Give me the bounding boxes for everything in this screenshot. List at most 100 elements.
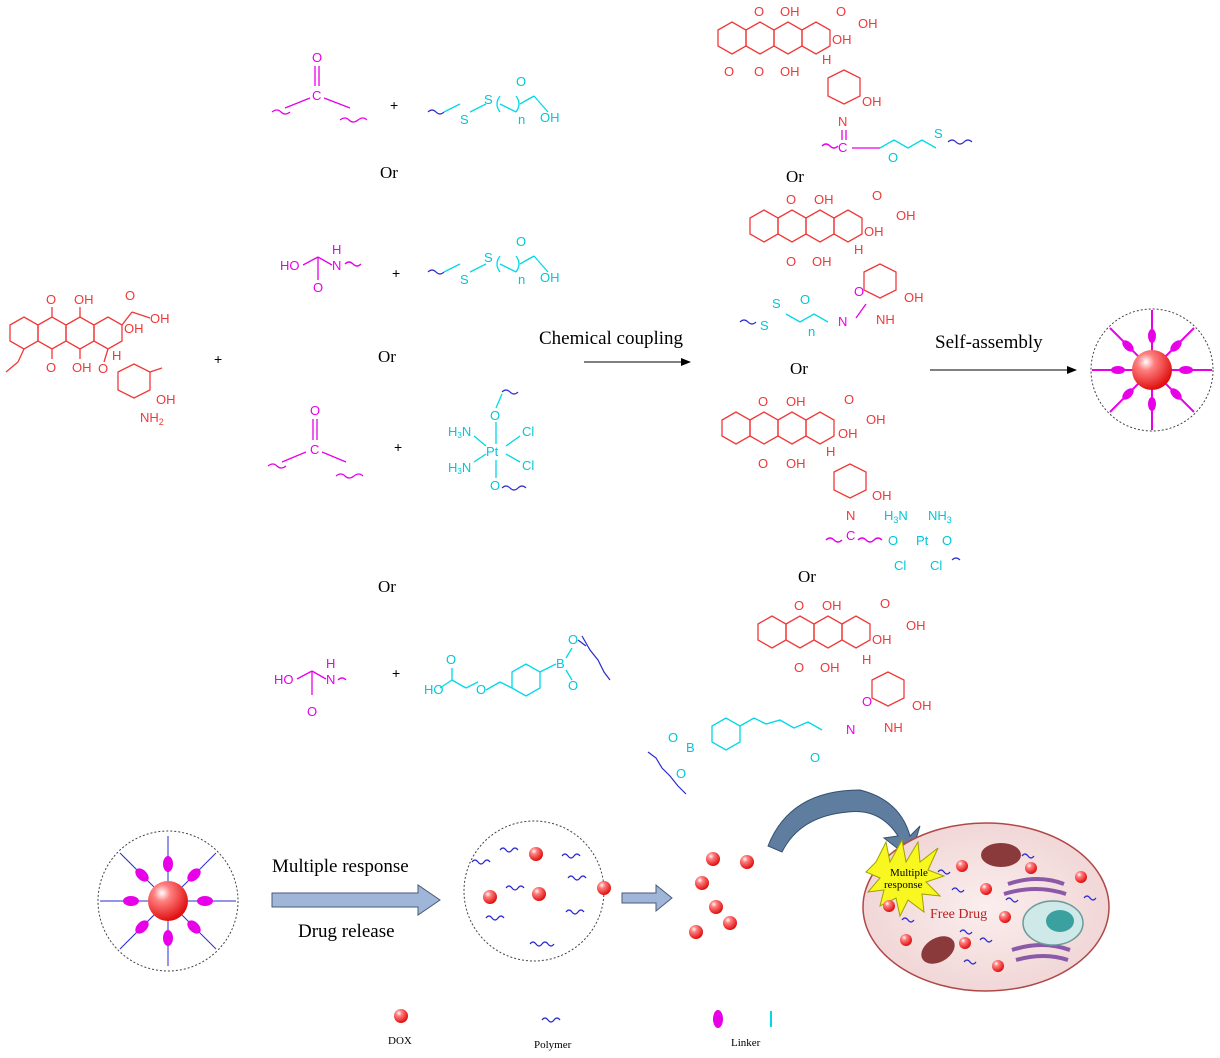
burst-icon [865, 838, 946, 918]
legend-polymer-swatch [541, 1017, 561, 1023]
svg-text:OH: OH [866, 412, 886, 427]
svg-text:HO: HO [424, 682, 444, 697]
cell-entry-arrow [767, 789, 921, 859]
svg-text:O: O [854, 284, 864, 299]
self-assembly-label: Self-assembly [935, 332, 1043, 353]
dox-h: H [112, 348, 121, 363]
plus-row2: + [392, 265, 400, 281]
svg-text:Pt: Pt [916, 533, 929, 548]
svg-text:OH: OH [540, 110, 560, 125]
svg-text:OH: OH [872, 488, 892, 503]
svg-text:OH: OH [822, 598, 842, 613]
svg-text:O: O [786, 254, 796, 269]
svg-text:NH3: NH3 [928, 508, 952, 525]
svg-text:O: O [786, 192, 796, 207]
svg-text:OH: OH [786, 394, 806, 409]
svg-text:OH: OH [832, 32, 852, 47]
chemical-coupling-label: Chemical coupling [539, 328, 684, 349]
micelle-bottom-core [148, 881, 188, 921]
svg-text:NH: NH [884, 720, 903, 735]
reagent-carbamate-2: HO O H N [274, 656, 347, 719]
disassembled-micelle [463, 820, 611, 962]
svg-text:O: O [724, 64, 734, 79]
svg-text:O: O [307, 704, 317, 719]
svg-text:OH: OH [912, 698, 932, 713]
svg-text:O: O [516, 234, 526, 249]
dox-o-keto: O [125, 288, 135, 303]
svg-text:S: S [460, 272, 469, 287]
svg-text:n: n [518, 112, 525, 127]
svg-text:N: N [846, 508, 855, 523]
dox-oh-side: OH [150, 311, 170, 326]
mitochondrion [921, 936, 955, 964]
svg-text:OH: OH [864, 224, 884, 239]
product-4: O OH O OH OH O OH H OH NH O N O B O O [647, 596, 932, 795]
cancer-cell: Multiple response Free Drug [862, 822, 1110, 992]
micelle-bottom [97, 830, 239, 972]
svg-text:Pt: Pt [486, 444, 499, 459]
svg-text:O: O [880, 596, 890, 611]
svg-text:H3N: H3N [448, 424, 471, 440]
plus-dox: + [214, 351, 222, 367]
svg-text:Cl: Cl [522, 424, 534, 439]
svg-text:O: O [568, 632, 578, 647]
multiple-response-label: Multiple response [272, 856, 409, 877]
burst-label-1: Multiple [890, 867, 928, 879]
svg-text:O: O [446, 652, 456, 667]
nucleolus [1046, 910, 1074, 932]
svg-text:C: C [838, 140, 847, 155]
product-3: O OH O OH OH O OH H OH N C O Pt H3N NH3 … [721, 392, 961, 573]
svg-text:S: S [484, 92, 493, 107]
svg-text:OH: OH [872, 632, 892, 647]
svg-text:C: C [846, 528, 855, 543]
svg-text:S: S [460, 112, 469, 127]
svg-text:OH: OH [896, 208, 916, 223]
svg-text:N: N [326, 672, 335, 687]
svg-text:S: S [772, 296, 781, 311]
svg-text:H3N: H3N [884, 508, 908, 525]
micelle-core [1132, 350, 1172, 390]
svg-text:H: H [854, 242, 863, 257]
svg-text:O: O [794, 660, 804, 675]
svg-text:O: O [758, 456, 768, 471]
svg-text:O: O [476, 682, 486, 697]
svg-text:S: S [934, 126, 943, 141]
reagent-ketone-2: O C [267, 403, 364, 479]
svg-text:O: O [800, 292, 810, 307]
svg-text:N: N [846, 722, 855, 737]
or-1: Or [380, 163, 398, 182]
golgi [1007, 877, 1065, 886]
svg-text:O: O [568, 678, 578, 693]
burst-label-2: response [884, 879, 923, 891]
dox-o-top: O [46, 292, 56, 307]
release-arrow [271, 884, 441, 916]
svg-text:Cl: Cl [894, 558, 906, 573]
svg-text:n: n [808, 324, 815, 339]
dox-oh-bottom: OH [72, 360, 92, 375]
or-product-3: Or [798, 567, 816, 586]
product-2: O OH O OH OH O OH H OH NH O N S S n O [739, 188, 924, 339]
dox-o-glyco: O [98, 361, 108, 376]
svg-text:OH: OH [820, 660, 840, 675]
svg-text:O: O [313, 280, 323, 295]
svg-text:OH: OH [862, 94, 882, 109]
micelle-assembled [1090, 308, 1214, 432]
reagent-carbamate-1: HO O H N [280, 242, 362, 295]
free-dox-cluster [689, 852, 754, 939]
svg-text:HO: HO [274, 672, 294, 687]
dox-structure: O OH O OH OH O OH H O OH NH2 [5, 288, 176, 427]
svg-text:OH: OH [858, 16, 878, 31]
svg-text:H: H [332, 242, 341, 257]
legend-linker-label: Linker [731, 1037, 761, 1049]
svg-text:O: O [490, 408, 500, 423]
svg-text:N: N [332, 258, 341, 273]
svg-text:Cl: Cl [522, 458, 534, 473]
svg-text:C: C [310, 442, 319, 457]
ketone-c: C [312, 88, 321, 103]
svg-text:O: O [310, 403, 320, 418]
reagent-disulfide-acid-2: S S n O OH [427, 234, 560, 287]
dox-oh-ring: OH [124, 321, 144, 336]
dox-oh-sugar: OH [156, 392, 176, 407]
svg-text:O: O [872, 188, 882, 203]
